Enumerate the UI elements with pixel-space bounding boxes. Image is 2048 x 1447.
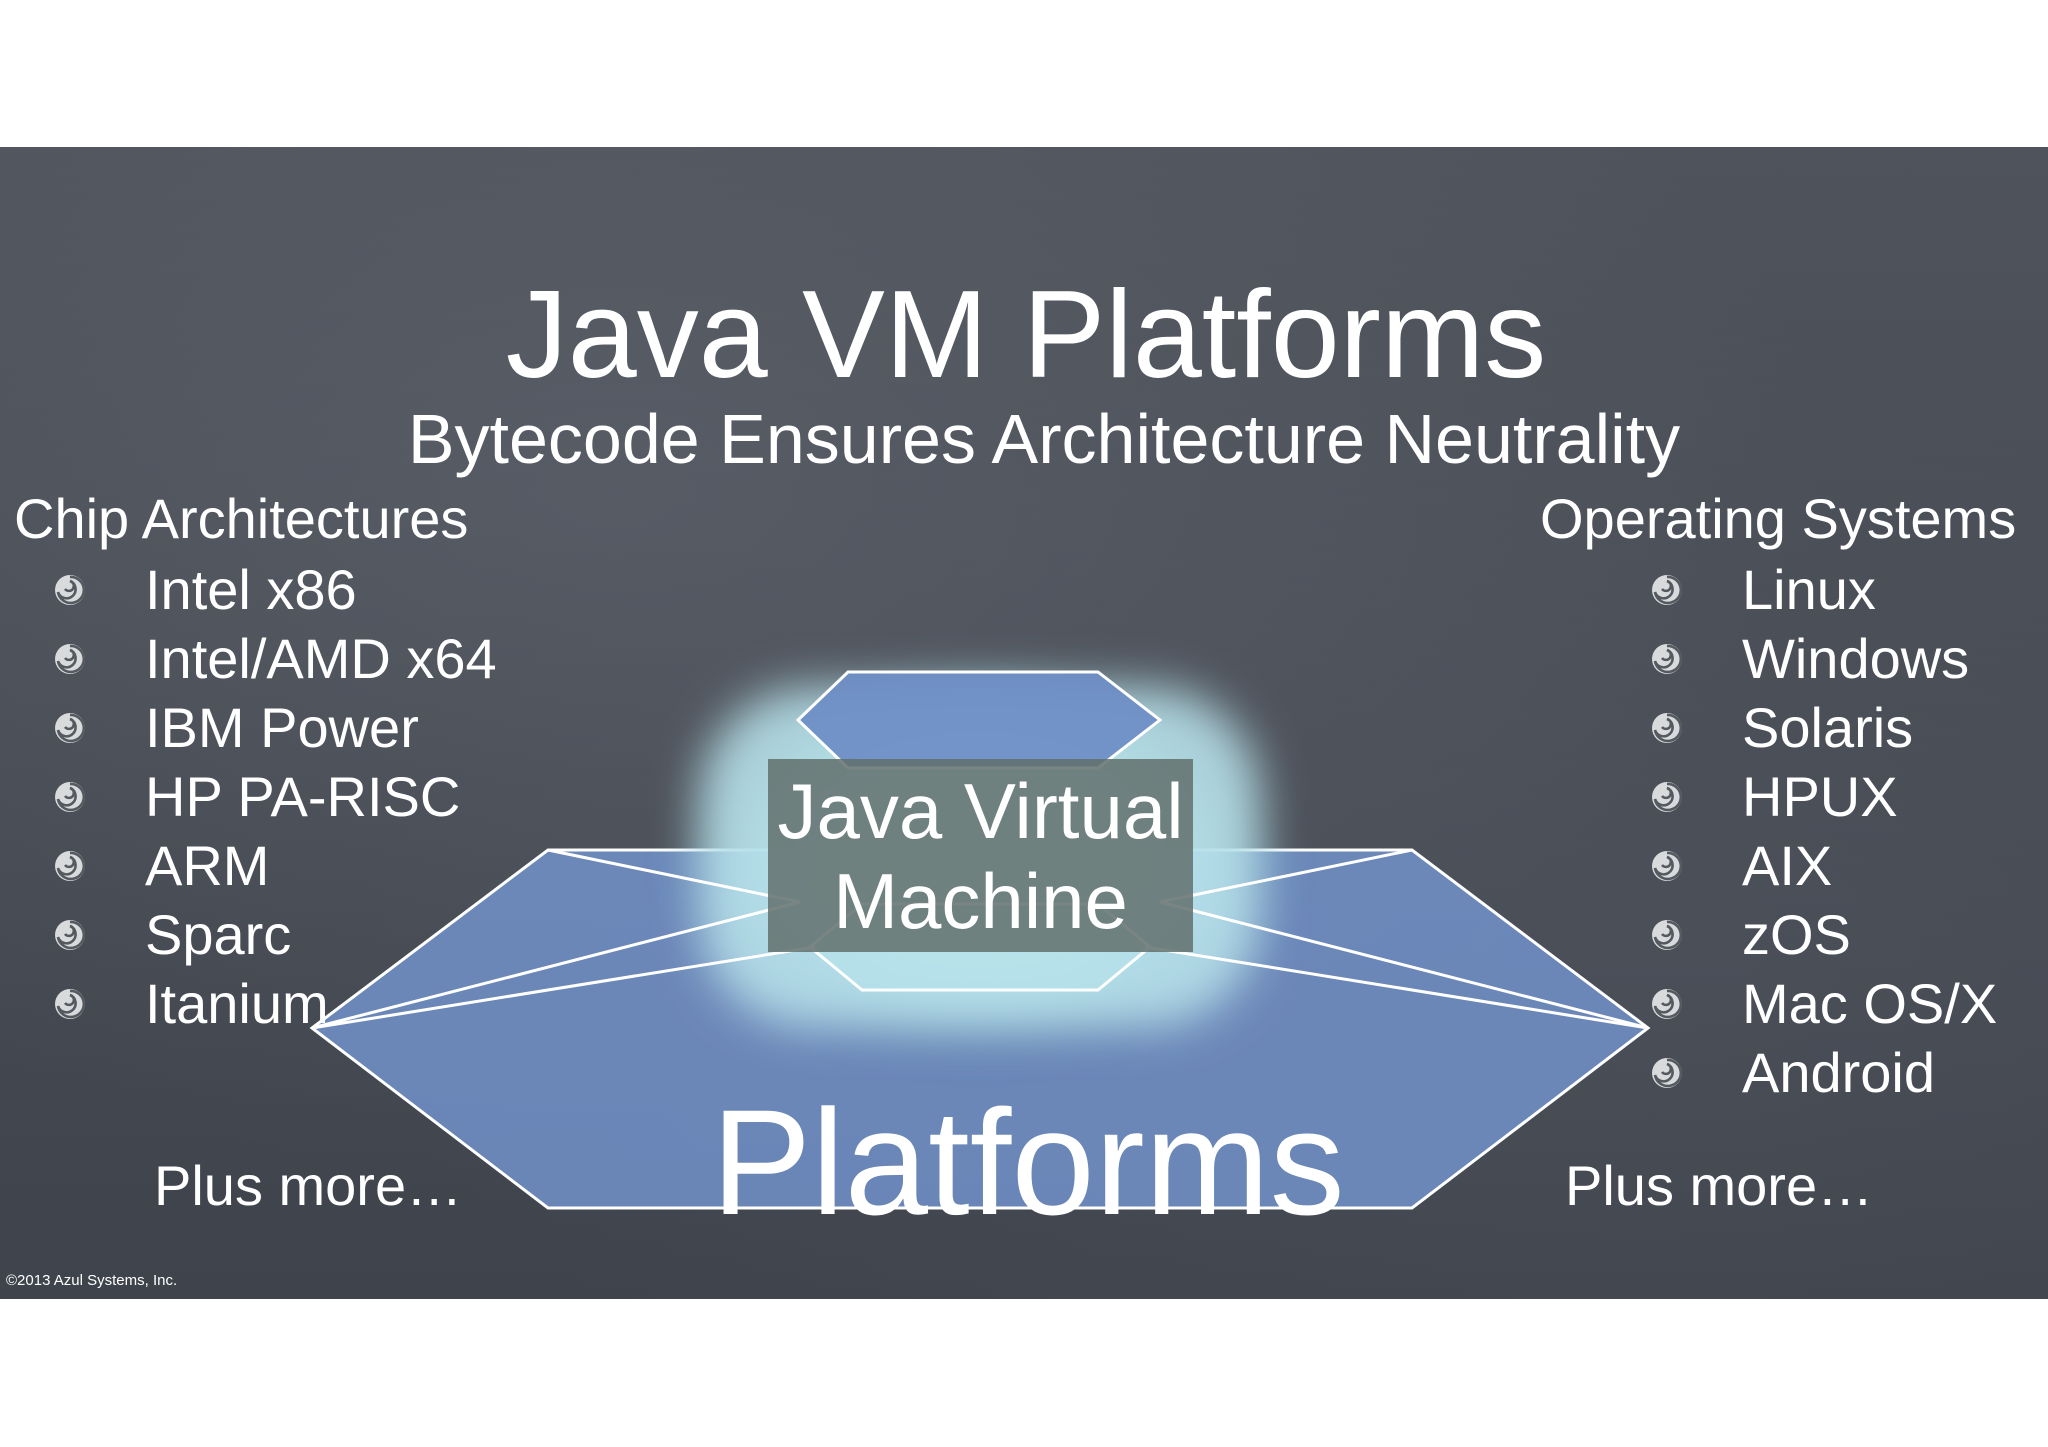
list-item: HP PA-RISC — [52, 762, 497, 831]
list-item-label: Android — [1742, 1041, 1936, 1104]
list-item-label: HP PA-RISC — [145, 765, 461, 828]
list-item: Mac OS/X — [1649, 969, 1997, 1038]
jvm-label-line1: Java Virtual — [777, 766, 1184, 855]
list-item-label: Intel x86 — [145, 558, 357, 621]
connector-line — [311, 945, 816, 1030]
list-item-label: AIX — [1742, 834, 1833, 897]
connector-line — [311, 900, 801, 1030]
copyright-text: ©2013 Azul Systems, Inc. — [6, 1272, 178, 1289]
swirl-bullet-icon — [1652, 988, 1683, 1019]
jvm-label-line2: Machine — [833, 856, 1128, 945]
list-item: Sparc — [52, 900, 497, 969]
list-item: Itanium — [52, 969, 497, 1038]
chip-architectures-heading: Chip Architectures — [14, 487, 469, 550]
jvm-label-box: Java Virtual Machine — [768, 759, 1193, 952]
connector-line — [1159, 900, 1649, 1030]
operating-systems-heading: Operating Systems — [1540, 487, 2017, 550]
slide: Java VM Platforms Bytecode Ensures Archi… — [0, 147, 2048, 1299]
list-item: Linux — [1649, 555, 1997, 624]
swirl-bullet-icon — [55, 988, 86, 1019]
list-item: ARM — [52, 831, 497, 900]
swirl-bullet-icon — [1652, 919, 1683, 950]
list-item: Android — [1649, 1038, 1997, 1107]
swirl-bullet-icon — [1652, 850, 1683, 881]
list-item: IBM Power — [52, 693, 497, 762]
swirl-bullet-icon — [1652, 781, 1683, 812]
chips-plus-more: Plus more… — [154, 1154, 463, 1217]
swirl-bullet-icon — [55, 919, 86, 950]
list-item: AIX — [1649, 831, 1997, 900]
list-item-label: Sparc — [145, 903, 292, 966]
connector-line — [1144, 945, 1649, 1030]
chip-architectures-list: Intel x86 Intel/AMD x64 IBM Power HP PA-… — [52, 555, 497, 1038]
list-item-label: Windows — [1742, 627, 1970, 690]
operating-systems-list: Linux Windows Solaris HPUX AIX zOS Mac O… — [1649, 555, 1997, 1107]
list-item-label: IBM Power — [145, 696, 419, 759]
connector-line — [1159, 848, 1413, 904]
list-item-label: HPUX — [1742, 765, 1898, 828]
list-item-label: zOS — [1742, 903, 1851, 966]
connector-line — [547, 848, 801, 904]
swirl-bullet-icon — [1652, 574, 1683, 605]
slide-subtitle: Bytecode Ensures Architecture Neutrality — [407, 400, 1681, 478]
swirl-bullet-icon — [55, 781, 86, 812]
list-item: Intel/AMD x64 — [52, 624, 497, 693]
list-item-label: Intel/AMD x64 — [145, 627, 497, 690]
list-item: Solaris — [1649, 693, 1997, 762]
swirl-bullet-icon — [55, 850, 86, 881]
swirl-bullet-icon — [55, 643, 86, 674]
swirl-bullet-icon — [1652, 1057, 1683, 1088]
list-item: Intel x86 — [52, 555, 497, 624]
swirl-bullet-icon — [55, 712, 86, 743]
list-item-label: Mac OS/X — [1742, 972, 1998, 1035]
list-item: HPUX — [1649, 762, 1997, 831]
list-item-label: Linux — [1742, 558, 1876, 621]
list-item-label: ARM — [145, 834, 270, 897]
os-plus-more: Plus more… — [1565, 1154, 1874, 1217]
list-item: Windows — [1649, 624, 1997, 693]
swirl-bullet-icon — [1652, 712, 1683, 743]
platforms-label: Platforms — [711, 1078, 1345, 1246]
list-item-label: Solaris — [1742, 696, 1914, 759]
slide-title: Java VM Platforms — [505, 266, 1547, 404]
jvm-hexagon-top — [795, 670, 1163, 770]
swirl-bullet-icon — [55, 574, 86, 605]
list-item: zOS — [1649, 900, 1997, 969]
list-item-label: Itanium — [145, 972, 329, 1035]
swirl-bullet-icon — [1652, 643, 1683, 674]
